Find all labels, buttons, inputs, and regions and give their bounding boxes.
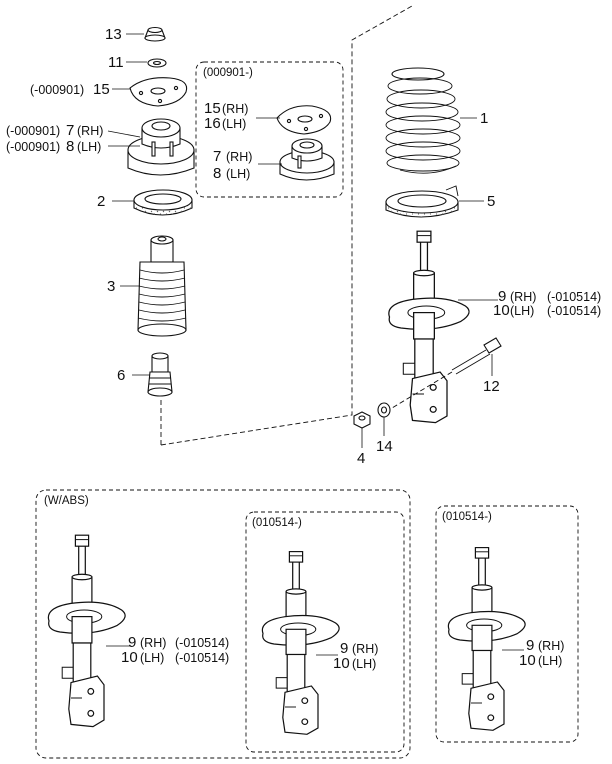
- box-callout-8-side: (LH): [226, 167, 250, 181]
- callout-3: 3: [107, 278, 115, 295]
- box-wabs-header: (W/ABS): [44, 495, 89, 507]
- part-9-10-strut-wabs: [47, 534, 126, 728]
- part-4-nut: [353, 411, 371, 429]
- callout-15: 15: [93, 81, 110, 98]
- box-010514-a-header: (010514-): [252, 517, 302, 529]
- callout-1: 1: [480, 110, 488, 127]
- a-callout-9: 9: [340, 640, 348, 657]
- box-callout-15: 15: [204, 100, 221, 117]
- b-callout-10: 10: [519, 652, 536, 669]
- wabs-callout-9: 9: [128, 634, 136, 651]
- wabs-callout-10-date: (-010514): [175, 651, 229, 665]
- callout-7-side: (RH): [77, 124, 103, 138]
- wabs-callout-9-side: (RH): [140, 636, 166, 650]
- b-callout-9-side: (RH): [538, 639, 564, 653]
- assembly-guide-line: [160, 5, 413, 446]
- b-callout-9: 9: [526, 637, 534, 654]
- part-6-bump-stopper: [147, 352, 173, 397]
- callout-9-side: (RH): [510, 290, 536, 304]
- callout-13: 13: [105, 26, 122, 43]
- part-11-washer: [147, 58, 167, 68]
- part-5-spring-pad: [385, 185, 459, 218]
- box-010514-a: [245, 511, 405, 753]
- callout-7-prefix: (-000901): [6, 124, 60, 138]
- a-callout-9-side: (RH): [352, 642, 378, 656]
- callout-8: 8: [66, 138, 74, 155]
- box-callout-7-side: (RH): [226, 150, 252, 164]
- callout-8-side: (LH): [77, 140, 101, 154]
- part-12-bolt: [451, 337, 502, 375]
- part-13-nut: [144, 26, 166, 42]
- part-1-coil-spring: [385, 67, 461, 174]
- box-callout-16: 16: [204, 115, 221, 132]
- callout-12: 12: [483, 378, 500, 395]
- callout-6: 6: [117, 367, 125, 384]
- part-3-dust-boot: [137, 235, 187, 337]
- box-010514-b-header: (010514-): [442, 511, 492, 523]
- callout-2: 2: [97, 193, 105, 210]
- part-15-plate: [129, 77, 188, 107]
- a-callout-10-side: (LH): [352, 657, 376, 671]
- box-000901-header: (000901-): [203, 67, 253, 79]
- part-9-10-strut-010514-b: [447, 546, 526, 731]
- box-callout-16-side: (LH): [222, 117, 246, 131]
- callout-10-side: (LH): [510, 304, 534, 318]
- part-7-8-mount-box: [279, 138, 335, 181]
- part-7-8-strut-mount: [127, 118, 195, 176]
- callout-15-prefix: (-000901): [30, 83, 84, 97]
- box-000901: [195, 61, 344, 198]
- box-callout-7: 7: [213, 148, 221, 165]
- part-15-16-plate: [276, 105, 332, 135]
- box-callout-8: 8: [213, 165, 221, 182]
- callout-11: 11: [108, 54, 124, 71]
- part-9-10-strut-010514-a: [261, 550, 340, 735]
- bolt-guide-line: [391, 371, 453, 409]
- callout-7: 7: [66, 122, 74, 139]
- b-callout-10-side: (LH): [538, 654, 562, 668]
- a-callout-10: 10: [333, 655, 350, 672]
- part-14-washer: [377, 402, 391, 418]
- wabs-callout-10-side: (LH): [140, 651, 164, 665]
- callout-10: 10: [493, 302, 510, 319]
- callout-14: 14: [376, 438, 393, 455]
- callout-8-prefix: (-000901): [6, 140, 60, 154]
- part-2-spring-pad: [133, 189, 193, 216]
- callout-5: 5: [487, 193, 495, 210]
- callout-4: 4: [357, 450, 365, 467]
- box-010514-b: [435, 505, 579, 743]
- leader-7: [107, 130, 141, 138]
- part-9-10-strut-main: [388, 230, 470, 424]
- box-callout-15-side: (RH): [222, 102, 248, 116]
- wabs-callout-9-date: (-010514): [175, 636, 229, 650]
- wabs-callout-10: 10: [121, 649, 138, 666]
- callout-9-date: (-010514): [547, 290, 601, 304]
- callout-9: 9: [498, 288, 506, 305]
- box-wabs: [35, 489, 411, 759]
- callout-10-date: (-010514): [547, 304, 601, 318]
